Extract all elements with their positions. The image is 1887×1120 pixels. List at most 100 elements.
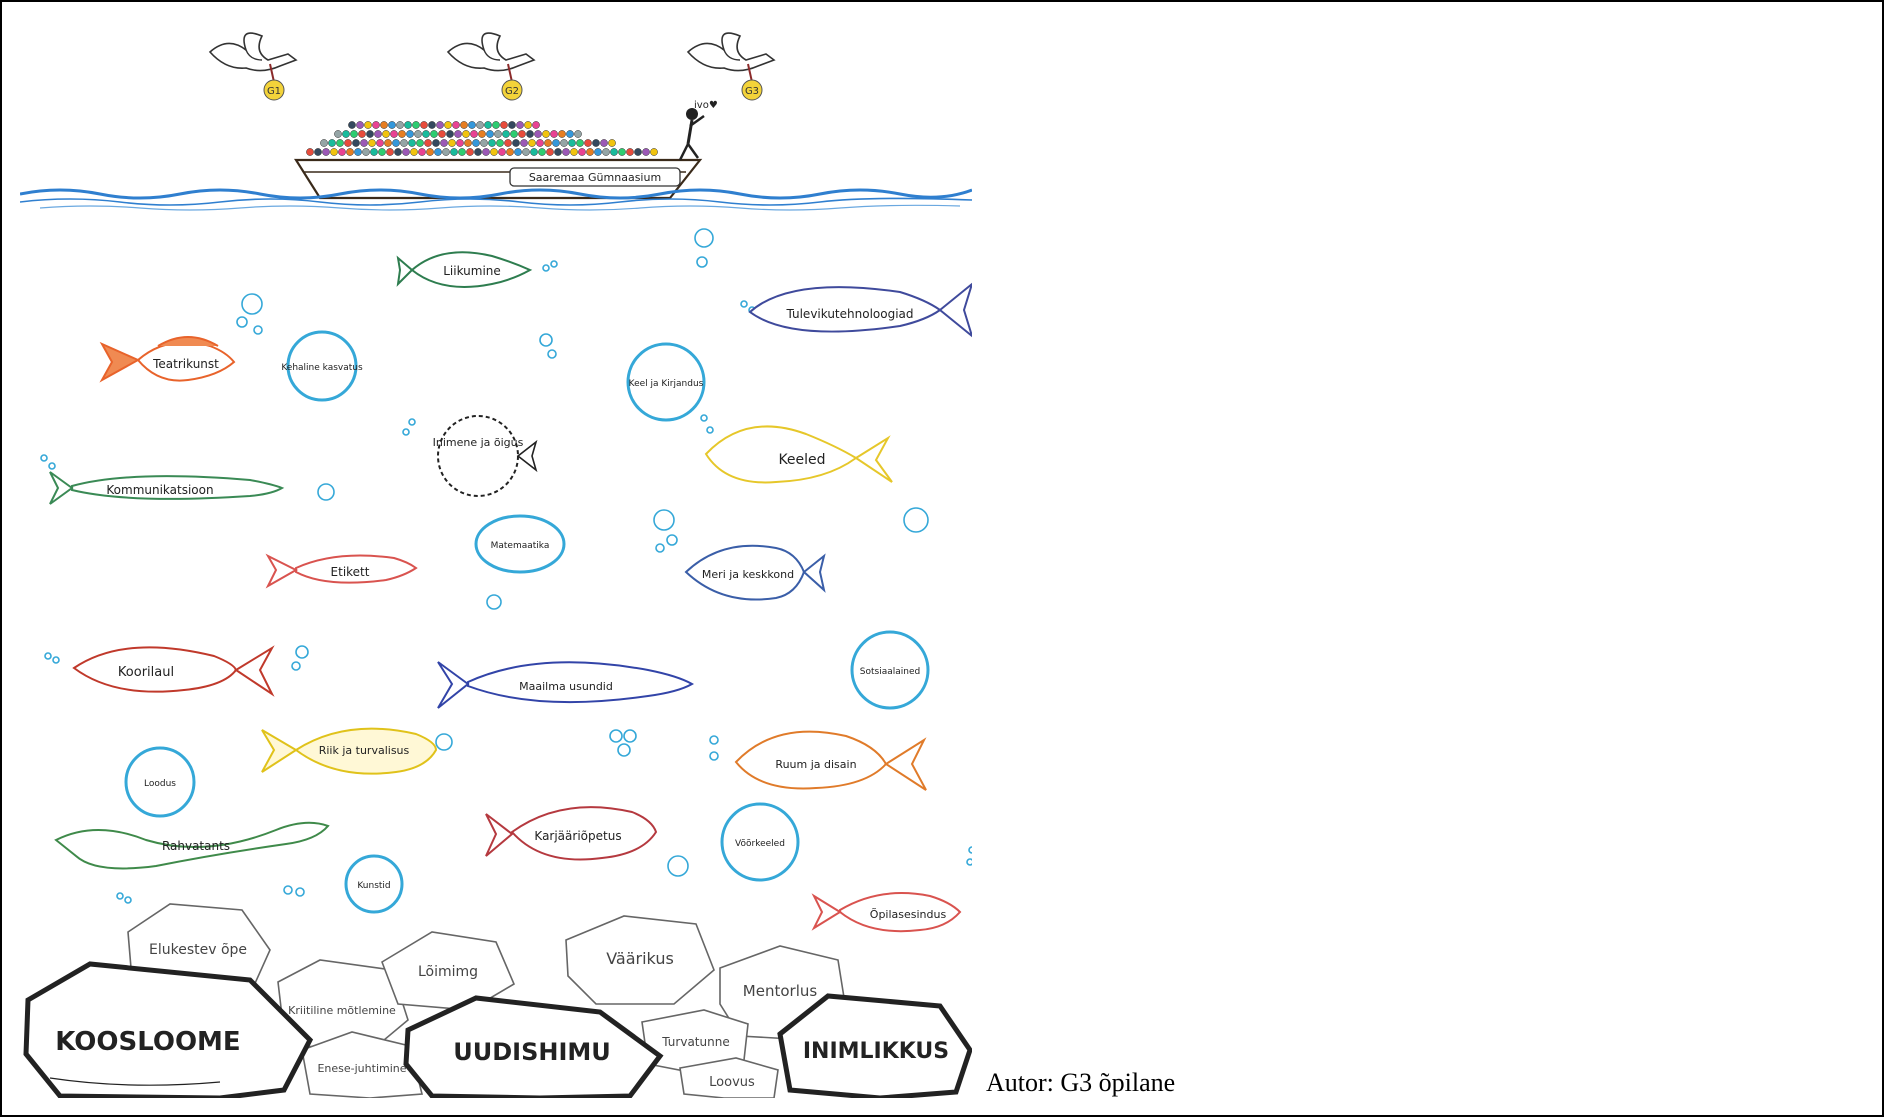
crowd-person bbox=[456, 139, 464, 147]
crowd-person bbox=[394, 148, 402, 156]
fish-maailma-usundid: Maailma usundid bbox=[437, 661, 695, 709]
crowd-person bbox=[494, 130, 502, 138]
crowd-person bbox=[552, 139, 560, 147]
crowd-person bbox=[370, 148, 378, 156]
fish-label: Inimene ja õigus bbox=[433, 436, 524, 449]
crowd-person bbox=[382, 130, 390, 138]
crowd-person bbox=[320, 139, 328, 147]
stone-label: UUDISHIMU bbox=[453, 1038, 611, 1066]
crowd-person bbox=[338, 148, 346, 156]
crowd-person bbox=[418, 148, 426, 156]
ship: Saaremaa Gümnaasium ivo♥ bbox=[294, 100, 718, 200]
crowd-person bbox=[438, 130, 446, 138]
gull-medal-label: G2 bbox=[505, 86, 519, 97]
stone-loovus: Loovus bbox=[679, 1057, 779, 1098]
crowd-person bbox=[414, 130, 422, 138]
crowd-person bbox=[584, 139, 592, 147]
crowd-person bbox=[492, 121, 500, 129]
decorative-bubbles bbox=[40, 228, 972, 904]
crowd-person bbox=[408, 139, 416, 147]
crowd-person bbox=[500, 121, 508, 129]
gull-g3: G3 bbox=[687, 32, 775, 101]
crowd-person bbox=[402, 148, 410, 156]
stone-enese-juhtimine: Enese-juhtimine bbox=[301, 1031, 424, 1098]
crowd-person bbox=[506, 148, 514, 156]
fish-label: Teatrikunst bbox=[152, 357, 219, 371]
crowd-person bbox=[524, 121, 532, 129]
fish-label: Keeled bbox=[778, 452, 825, 468]
crowd-person bbox=[306, 148, 314, 156]
stones: Elukestev õpe Kriitiline mõtlemine Lõimi… bbox=[23, 903, 972, 1098]
bubble-kunstid: Kunstid bbox=[344, 854, 404, 914]
crowd-person bbox=[510, 130, 518, 138]
crowd-person bbox=[398, 130, 406, 138]
crowd-person bbox=[502, 130, 510, 138]
crowd-person bbox=[568, 139, 576, 147]
stone-label: Lõimimg bbox=[418, 964, 478, 980]
crowd-person bbox=[558, 130, 566, 138]
crowd-person bbox=[464, 139, 472, 147]
stone-label: Loovus bbox=[709, 1075, 755, 1090]
crowd-person bbox=[642, 148, 650, 156]
crowd-person bbox=[474, 148, 482, 156]
crowd-person bbox=[508, 121, 516, 129]
crowd-person bbox=[428, 121, 436, 129]
fish-riik-ja-turvalisus: Riik ja turvalisus bbox=[261, 727, 438, 775]
crowd-person bbox=[362, 148, 370, 156]
fish-label: Meri ja keskkond bbox=[702, 568, 794, 581]
fish-ruum-ja-disain: Ruum ja disain bbox=[734, 730, 927, 791]
crowd-person bbox=[518, 130, 526, 138]
crowd-person bbox=[634, 148, 642, 156]
bubble-keel-ja-kirjandus: Keel ja Kirjandus bbox=[626, 342, 706, 422]
crowd-person bbox=[602, 148, 610, 156]
bubble-label: Kehaline kasvatus bbox=[281, 363, 363, 373]
crowd-person bbox=[476, 121, 484, 129]
crowd-person bbox=[478, 130, 486, 138]
crowd-person bbox=[532, 121, 540, 129]
stone-label: Turvatunne bbox=[661, 1035, 729, 1049]
crowd-person bbox=[420, 121, 428, 129]
fish-label: Tulevikutehnoloogiad bbox=[785, 307, 913, 321]
crowd-person bbox=[488, 139, 496, 147]
stone-label: Mentorlus bbox=[743, 982, 818, 1000]
crowd-person bbox=[386, 148, 394, 156]
crowd-person bbox=[536, 139, 544, 147]
crowd-person bbox=[592, 139, 600, 147]
crowd-person bbox=[626, 148, 634, 156]
poster-drawing: G1 G2 G3 Saaremaa Gümnaasium ivo♥ bbox=[20, 32, 972, 1098]
crowd-person bbox=[618, 148, 626, 156]
bubble-label: Matemaatika bbox=[491, 541, 550, 551]
crowd-person bbox=[522, 148, 530, 156]
fish-label: Liikumine bbox=[443, 264, 501, 278]
crowd-person bbox=[322, 148, 330, 156]
crowd-person bbox=[360, 139, 368, 147]
bubble-label: Sotsiaalained bbox=[860, 667, 920, 677]
crowd-person bbox=[470, 130, 478, 138]
fish-label: Õpilasesindus bbox=[870, 908, 947, 921]
fish-label: Koorilaul bbox=[118, 665, 174, 680]
crowd-person bbox=[446, 130, 454, 138]
ship-name: Saaremaa Gümnaasium bbox=[529, 171, 661, 184]
bubble-label: Võõrkeeled bbox=[735, 839, 785, 849]
fish-label: Riik ja turvalisus bbox=[319, 744, 410, 757]
crowd-person bbox=[528, 139, 536, 147]
bubble-sotsiaalained: Sotsiaalained bbox=[850, 630, 930, 710]
crowd-person bbox=[388, 121, 396, 129]
crowd-person bbox=[570, 148, 578, 156]
crowd-person bbox=[422, 130, 430, 138]
fish-label: Maailma usundid bbox=[519, 680, 613, 693]
gull-g1: G1 bbox=[209, 32, 297, 101]
crowd-person bbox=[472, 139, 480, 147]
crowd-person bbox=[460, 121, 468, 129]
crowd-person bbox=[482, 148, 490, 156]
stone-label: Enese-juhtimine bbox=[317, 1062, 406, 1075]
crowd-person bbox=[496, 139, 504, 147]
stone-label: Kriitiline mõtlemine bbox=[288, 1004, 396, 1017]
crowd-person bbox=[328, 139, 336, 147]
ship-crowd bbox=[306, 121, 658, 156]
crowd-person bbox=[452, 121, 460, 129]
crowd-person bbox=[448, 139, 456, 147]
crowd-person bbox=[354, 148, 362, 156]
bubble-label: Kunstid bbox=[357, 881, 390, 891]
